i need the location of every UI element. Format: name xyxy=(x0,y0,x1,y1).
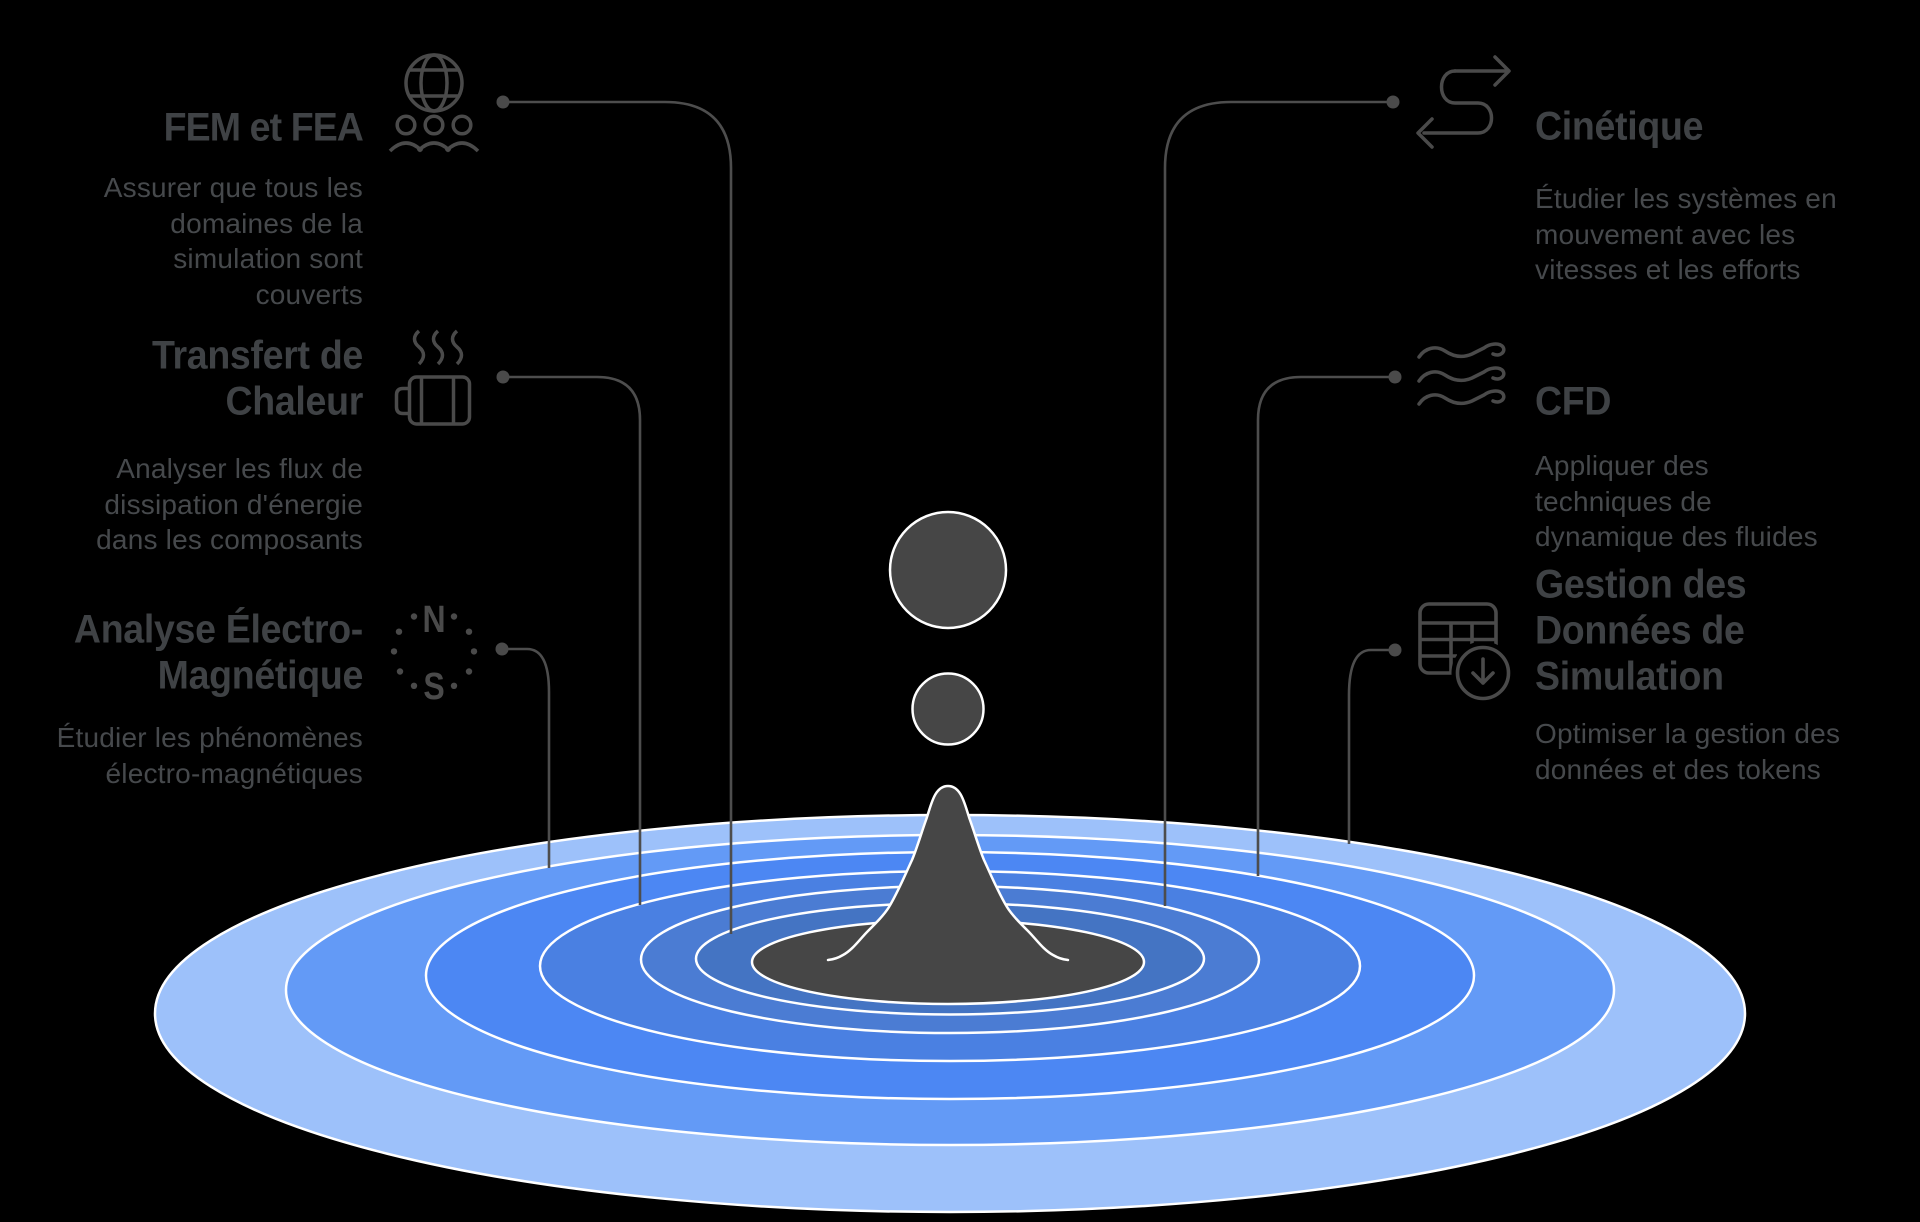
svg-text:N: N xyxy=(422,599,445,641)
svg-text:S: S xyxy=(423,666,444,708)
